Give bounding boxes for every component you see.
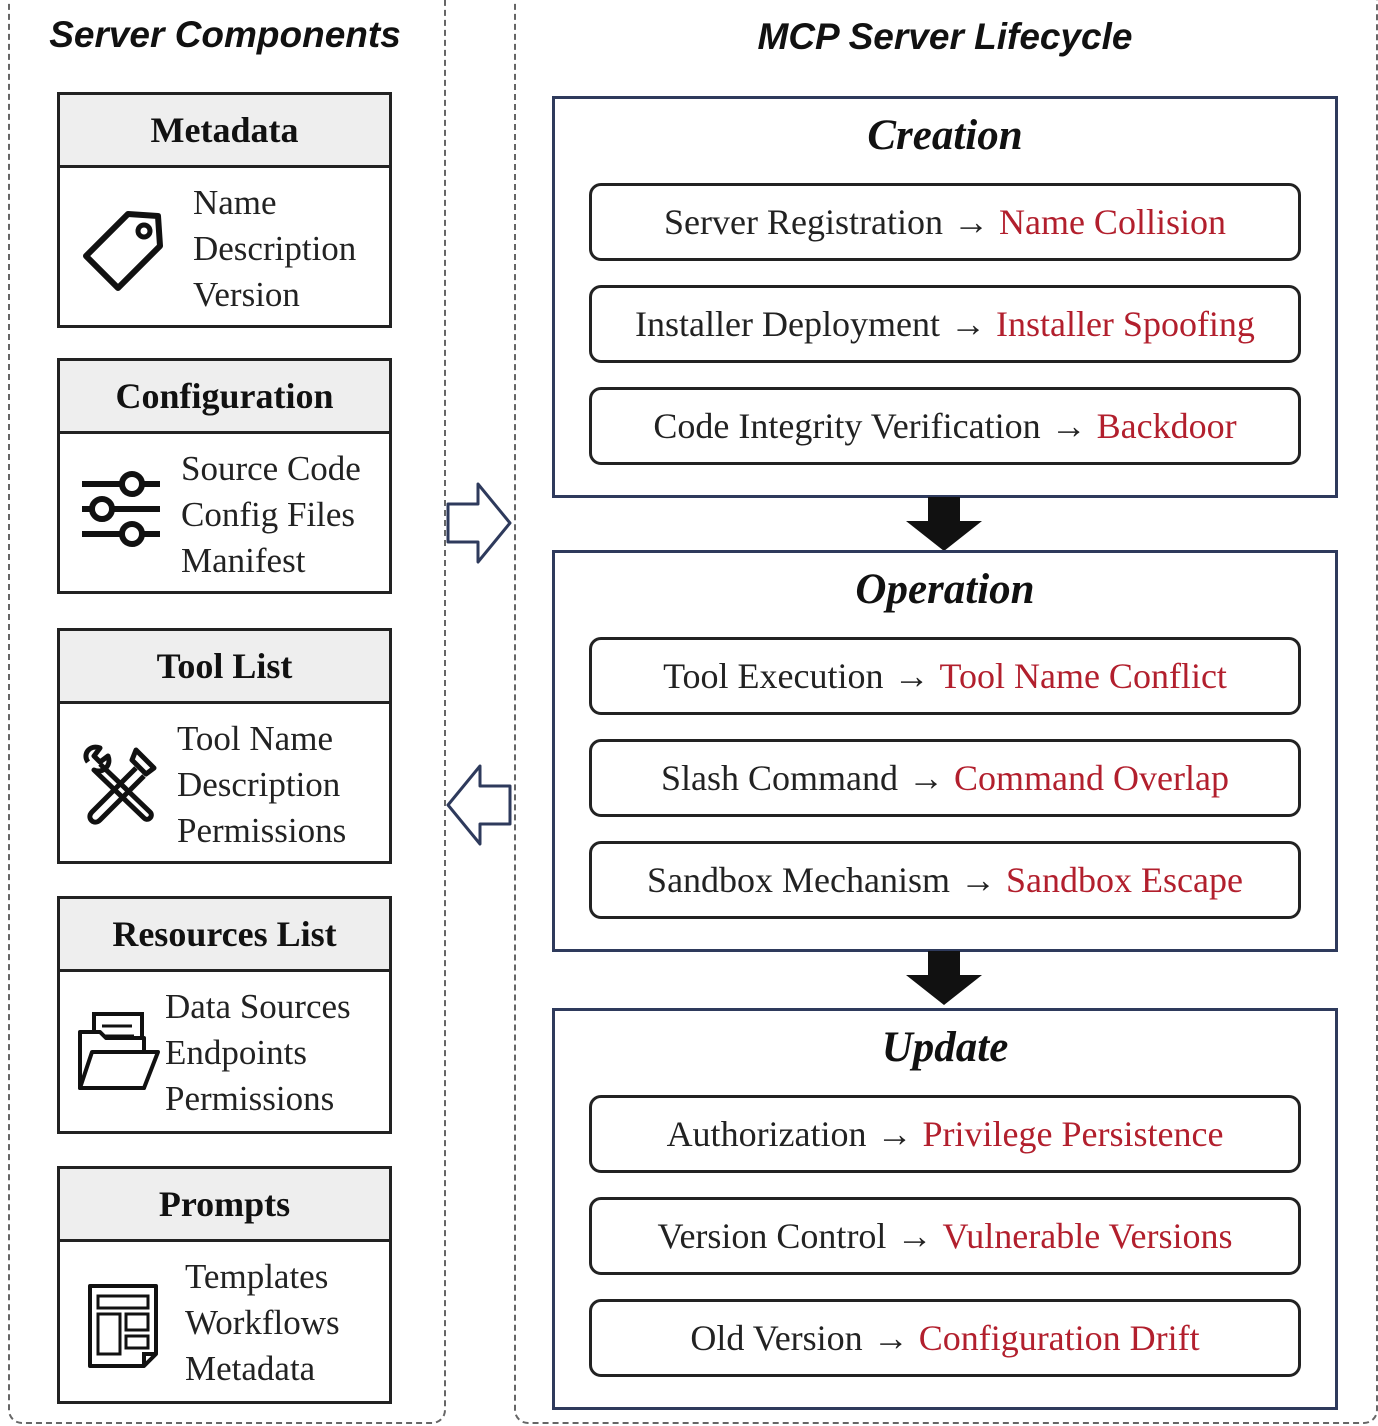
item-risk: Installer Spoofing: [995, 304, 1255, 344]
server-components-panel: [8, 0, 446, 1424]
component-header: Prompts: [60, 1169, 389, 1242]
item-risk: Privilege Persistence: [922, 1114, 1224, 1154]
item-risk: Tool Name Conflict: [939, 656, 1227, 696]
item-risk: Vulnerable Versions: [942, 1216, 1233, 1256]
component-header: Configuration: [60, 361, 389, 434]
arrow-glyph: →: [893, 656, 930, 696]
lifecycle-item: Slash Command → Command Overlap: [589, 739, 1301, 817]
component-item: Config Files: [181, 495, 356, 534]
item-risk: Command Overlap: [954, 758, 1229, 798]
lifecycle-item: Old Version → Configuration Drift: [589, 1299, 1301, 1377]
stage-title: Creation: [867, 112, 1023, 159]
component-item: Manifest: [181, 541, 306, 580]
item-risk: Name Collision: [998, 202, 1226, 242]
item-action: Tool Execution: [663, 656, 884, 696]
item-risk: Configuration Drift: [918, 1318, 1200, 1358]
lifecycle-item: Sandbox Mechanism → Sandbox Escape: [589, 841, 1301, 919]
stage-update: Update Authorization → Privilege Persist…: [552, 1008, 1338, 1410]
arrow-left-icon: [446, 764, 512, 846]
lifecycle-item: Version Control → Vulnerable Versions: [589, 1197, 1301, 1275]
component-item: Workflows: [185, 1303, 340, 1342]
item-risk: Sandbox Escape: [1006, 860, 1243, 900]
server-components-title: Server Components: [49, 14, 401, 55]
item-action: Code Integrity Verification: [653, 406, 1041, 446]
component-tool-list: Tool List Tool Name Description Permissi…: [57, 628, 392, 864]
arrow-glyph: →: [896, 1216, 933, 1256]
component-resources-list: Resources List Data Sources Endpoints Pe…: [57, 896, 392, 1134]
lifecycle-item: Tool Execution → Tool Name Conflict: [589, 637, 1301, 715]
component-item: Name: [193, 183, 277, 222]
item-action: Old Version: [690, 1318, 863, 1358]
arrow-glyph: →: [876, 1114, 913, 1154]
template-icon: [88, 1284, 158, 1368]
arrow-down-icon: [906, 951, 982, 1005]
component-item: Description: [177, 765, 341, 804]
item-action: Sandbox Mechanism: [647, 860, 951, 900]
component-item: Description: [193, 229, 357, 268]
stage-creation: Creation Server Registration → Name Coll…: [552, 96, 1338, 498]
component-item: Metadata: [185, 1349, 316, 1388]
item-risk: Backdoor: [1096, 406, 1237, 446]
stage-operation: Operation Tool Execution → Tool Name Con…: [552, 550, 1338, 952]
lifecycle-title: MCP Server Lifecycle: [757, 16, 1133, 57]
arrow-down-icon: [906, 497, 982, 551]
stage-title: Operation: [855, 566, 1035, 613]
component-metadata: Metadata Name Description Version: [57, 92, 392, 328]
sliders-icon: [82, 471, 160, 547]
arrow-glyph: →: [949, 304, 986, 344]
arrow-glyph: →: [952, 202, 989, 242]
component-header: Resources List: [60, 899, 389, 972]
stage-title: Update: [881, 1024, 1009, 1071]
component-header: Tool List: [60, 631, 389, 704]
component-item: Source Code: [181, 449, 361, 488]
component-header: Metadata: [60, 95, 389, 168]
component-item: Endpoints: [165, 1033, 307, 1072]
tools-icon: [83, 744, 157, 825]
arrow-glyph: →: [872, 1318, 909, 1358]
arrow-glyph: →: [960, 860, 997, 900]
lifecycle-panel: [514, 0, 1378, 1424]
item-action: Server Registration: [664, 202, 943, 242]
item-action: Installer Deployment: [635, 304, 940, 344]
component-item: Permissions: [177, 811, 347, 850]
item-action: Version Control: [657, 1216, 887, 1256]
arrow-right-icon: [446, 482, 512, 564]
lifecycle-item: Authorization → Privilege Persistence: [589, 1095, 1301, 1173]
folder-icon: [78, 1012, 160, 1090]
component-item: Templates: [185, 1257, 329, 1296]
item-action: Slash Command: [661, 758, 899, 798]
component-item: Tool Name: [177, 719, 333, 758]
item-action: Authorization: [666, 1114, 867, 1154]
lifecycle-item: Server Registration → Name Collision: [589, 183, 1301, 261]
lifecycle-item: Code Integrity Verification → Backdoor: [589, 387, 1301, 465]
component-item: Version: [193, 275, 300, 314]
component-item: Permissions: [165, 1079, 335, 1118]
component-item: Data Sources: [165, 987, 351, 1026]
component-configuration: Configuration Source Code Config Files M…: [57, 358, 392, 594]
lifecycle-item: Installer Deployment → Installer Spoofin…: [589, 285, 1301, 363]
tag-icon: [83, 211, 163, 291]
arrow-glyph: →: [1050, 406, 1087, 446]
arrow-glyph: →: [908, 758, 945, 798]
component-prompts: Prompts Templates Workflows Metadata: [57, 1166, 392, 1404]
